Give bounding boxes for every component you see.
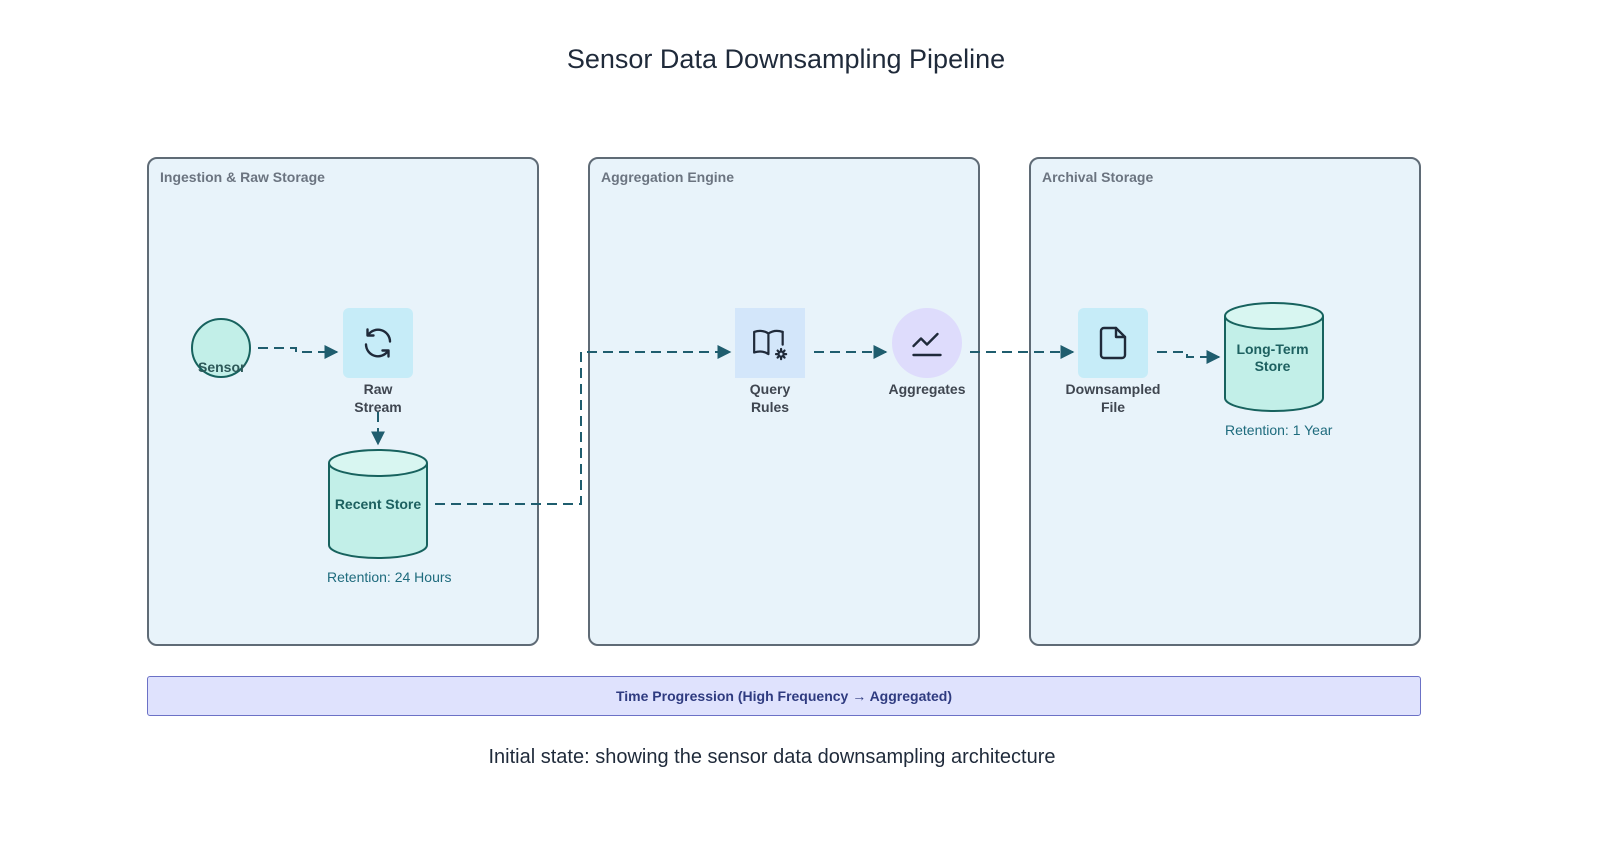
cluster-label-archival: Archival Storage	[1042, 169, 1154, 185]
recent-store-retention: Retention: 24 Hours	[327, 569, 452, 585]
query-rules-label: Query Rules	[700, 380, 840, 416]
query-rules-label-line2: Rules	[750, 399, 790, 415]
recent-store-label: Recent Store	[334, 496, 422, 512]
raw-stream-label-line2: Stream	[354, 399, 402, 415]
long-term-store-retention: Retention: 1 Year	[1225, 422, 1333, 438]
edge-sensor-to-raw-stream	[258, 345, 339, 359]
cluster-aggregation: Aggregation Engine	[588, 157, 980, 646]
edge-downsampled-file-to-long-term-store	[1157, 350, 1221, 364]
long-term-store-label-line1: Long-Term	[1236, 341, 1309, 357]
long-term-store-label-line2: Store	[1254, 358, 1291, 374]
edge-recent-store-to-query-rules	[435, 345, 732, 505]
raw-stream-node	[343, 308, 413, 378]
downsampled-file-label: Downsampled File	[1043, 380, 1183, 416]
long-term-store-cylinder	[1224, 302, 1324, 412]
line-chart-icon	[912, 332, 942, 357]
cluster-label-ingestion: Ingestion & Raw Storage	[160, 169, 325, 185]
downsampled-file-node	[1078, 308, 1148, 378]
raw-stream-label-line1: Raw	[363, 381, 393, 397]
raw-stream-label: Raw Stream	[308, 380, 448, 416]
long-term-store-label: Long-Term Store	[1225, 341, 1320, 375]
file-icon	[1099, 326, 1127, 360]
aggregates-node	[892, 308, 962, 378]
diagram-caption: Initial state: showing the sensor data d…	[488, 746, 1056, 768]
cluster-archival: Archival Storage	[1029, 157, 1421, 646]
recent-store-cylinder	[328, 449, 428, 559]
sensor-label: Sensor	[198, 359, 246, 375]
diagram-title: Sensor Data Downsampling Pipeline	[566, 44, 1006, 74]
query-rules-label-line1: Query	[749, 381, 791, 397]
downsampled-file-label-line2: File	[1100, 399, 1126, 415]
query-rules-node	[735, 308, 805, 378]
refresh-icon	[364, 328, 392, 358]
book-gear-icon	[753, 329, 788, 361]
sensor-node	[191, 318, 251, 378]
downsampled-file-label-line1: Downsampled	[1065, 381, 1161, 397]
aggregates-label: Aggregates	[888, 381, 966, 397]
cluster-label-aggregation: Aggregation Engine	[601, 169, 734, 185]
cluster-ingestion: Ingestion & Raw Storage	[147, 157, 539, 646]
time-progression-bar: Time Progression (High Frequency → Aggre…	[147, 676, 1421, 716]
